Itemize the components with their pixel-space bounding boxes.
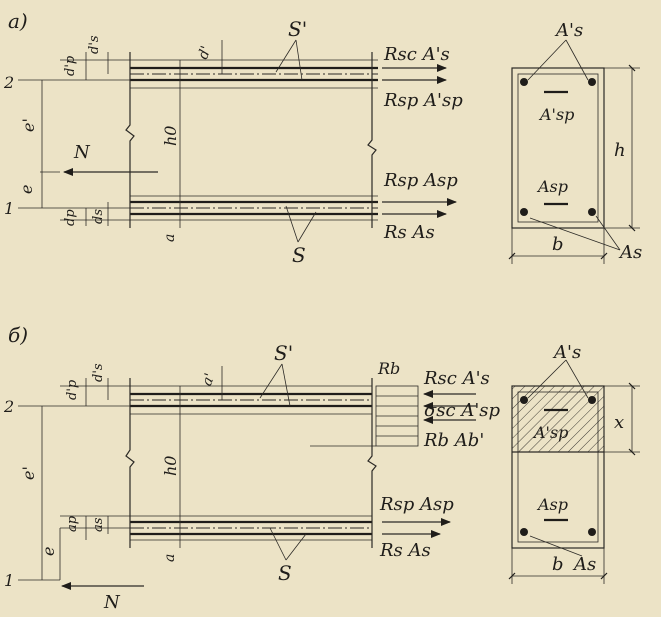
panel-a-dim-a: a: [162, 234, 178, 242]
panel-b-section-bottom-prestress: Asp: [536, 495, 568, 514]
panel-a-dim-dp-bottom: dp: [63, 209, 78, 226]
panel-b-cross-section: A's A'sp Asp As x b: [508, 342, 640, 584]
panel-a-dim-h0: h0: [161, 126, 180, 146]
panel-a-bar-label-top: S': [288, 17, 307, 41]
panel-a: а): [3, 9, 642, 267]
panel-a-axial-force: N: [73, 142, 91, 163]
panel-b-dim-ap: ap: [65, 515, 80, 532]
panel-b-dim-h0: h0: [161, 456, 180, 476]
panel-b-force-rb: Rb: [377, 359, 400, 378]
panel-b-bar-label-top: S': [274, 341, 293, 365]
panel-b-section-top-steel: A's: [552, 342, 581, 363]
panel-b-rebar: [520, 396, 528, 404]
panel-b-label: б): [8, 323, 28, 347]
panel-a-level-1: 1: [4, 199, 14, 218]
panel-b-dim-as: as: [91, 517, 106, 532]
panel-a-dim-ds-bottom: ds: [91, 209, 106, 224]
panel-a-dim-e-prime: e': [19, 118, 38, 132]
panel-a-dim-d-prime: d': [195, 44, 214, 62]
panel-a-forces: Rsc A's Rsp A'sp Rsp Asp Rs As N: [63, 44, 463, 243]
panel-b-section-top-prestress: A'sp: [532, 423, 568, 442]
panel-a-dim-dp-top: d'p: [63, 55, 78, 76]
panel-a-force-rs: Rs As: [383, 222, 435, 243]
panel-a-force-rsp-bottom: Rsp Asp: [383, 170, 458, 191]
panel-b-rebar: [588, 528, 596, 536]
panel-b-level-2: 2: [3, 397, 14, 416]
panel-b-dim-dp-top: d'p: [65, 379, 80, 400]
panel-a-rebar: [588, 208, 596, 216]
panel-a-dim-ds-top: d's: [87, 35, 102, 54]
panel-a-section-bottom-steel: As: [618, 242, 642, 263]
panel-b-section-width: b: [552, 554, 564, 575]
panel-a-force-rsc: Rsc A's: [383, 44, 450, 65]
panel-b-force-rsp: Rsp Asp: [379, 494, 454, 515]
panel-b-bar-label-bottom: S: [278, 561, 292, 585]
panel-b-dim-a-prime: a': [199, 371, 218, 388]
panel-b-beam: [125, 366, 419, 548]
panel-b-force-rs: Rs As: [379, 540, 431, 561]
panel-a-dim-e: e: [17, 185, 36, 194]
panel-b-rebar: [588, 396, 596, 404]
panel-b-dimensions: 2 1 d'p d's e' e ap as a' h0 a: [3, 363, 218, 590]
panel-a-beam: [125, 40, 378, 228]
panel-b-dim-ds-top: d's: [91, 363, 106, 382]
panel-a-cross-section: A's A'sp Asp As h b: [508, 20, 642, 264]
panel-a-section-bottom-prestress: Asp: [536, 177, 568, 196]
panel-a-rebar: [588, 78, 596, 86]
panel-b-section-x: x: [614, 412, 624, 433]
panel-a-rebar: [520, 208, 528, 216]
panel-a-label: а): [8, 9, 28, 33]
panel-b-dim-e: e: [39, 547, 58, 556]
panel-a-dimensions: 2 1 d'p d's e' e dp ds d' h0 a: [3, 35, 215, 242]
panel-b-level-1: 1: [4, 571, 14, 590]
panel-a-section-top-steel: A's: [554, 20, 583, 41]
panel-b: б): [3, 323, 640, 613]
panel-a-section-top-prestress: A'sp: [538, 105, 574, 124]
panel-b-force-rsc: Rsc A's: [423, 368, 490, 389]
panel-b-forces: Rb Rsc A's σsc A'sp Rb Ab' Rsp Asp Rs As…: [61, 359, 501, 613]
panel-b-section-bottom-steel: As: [572, 554, 596, 575]
panel-a-level-2: 2: [3, 73, 14, 92]
panel-a-force-rsp-top: Rsp A'sp: [383, 90, 463, 111]
panel-a-section-height: h: [614, 140, 626, 161]
panel-b-dim-a: a: [162, 554, 178, 562]
panel-a-section-width: b: [552, 234, 564, 255]
panel-b-axial-force: N: [103, 592, 121, 613]
panel-b-dim-e-prime: e': [19, 466, 38, 480]
panel-b-force-rb-ab: Rb Ab': [423, 430, 484, 451]
panel-a-rebar: [520, 78, 528, 86]
panel-b-rebar: [520, 528, 528, 536]
panel-b-force-sigma-sc: σsc A'sp: [424, 400, 501, 421]
panel-a-bar-label-bottom: S: [292, 243, 306, 267]
